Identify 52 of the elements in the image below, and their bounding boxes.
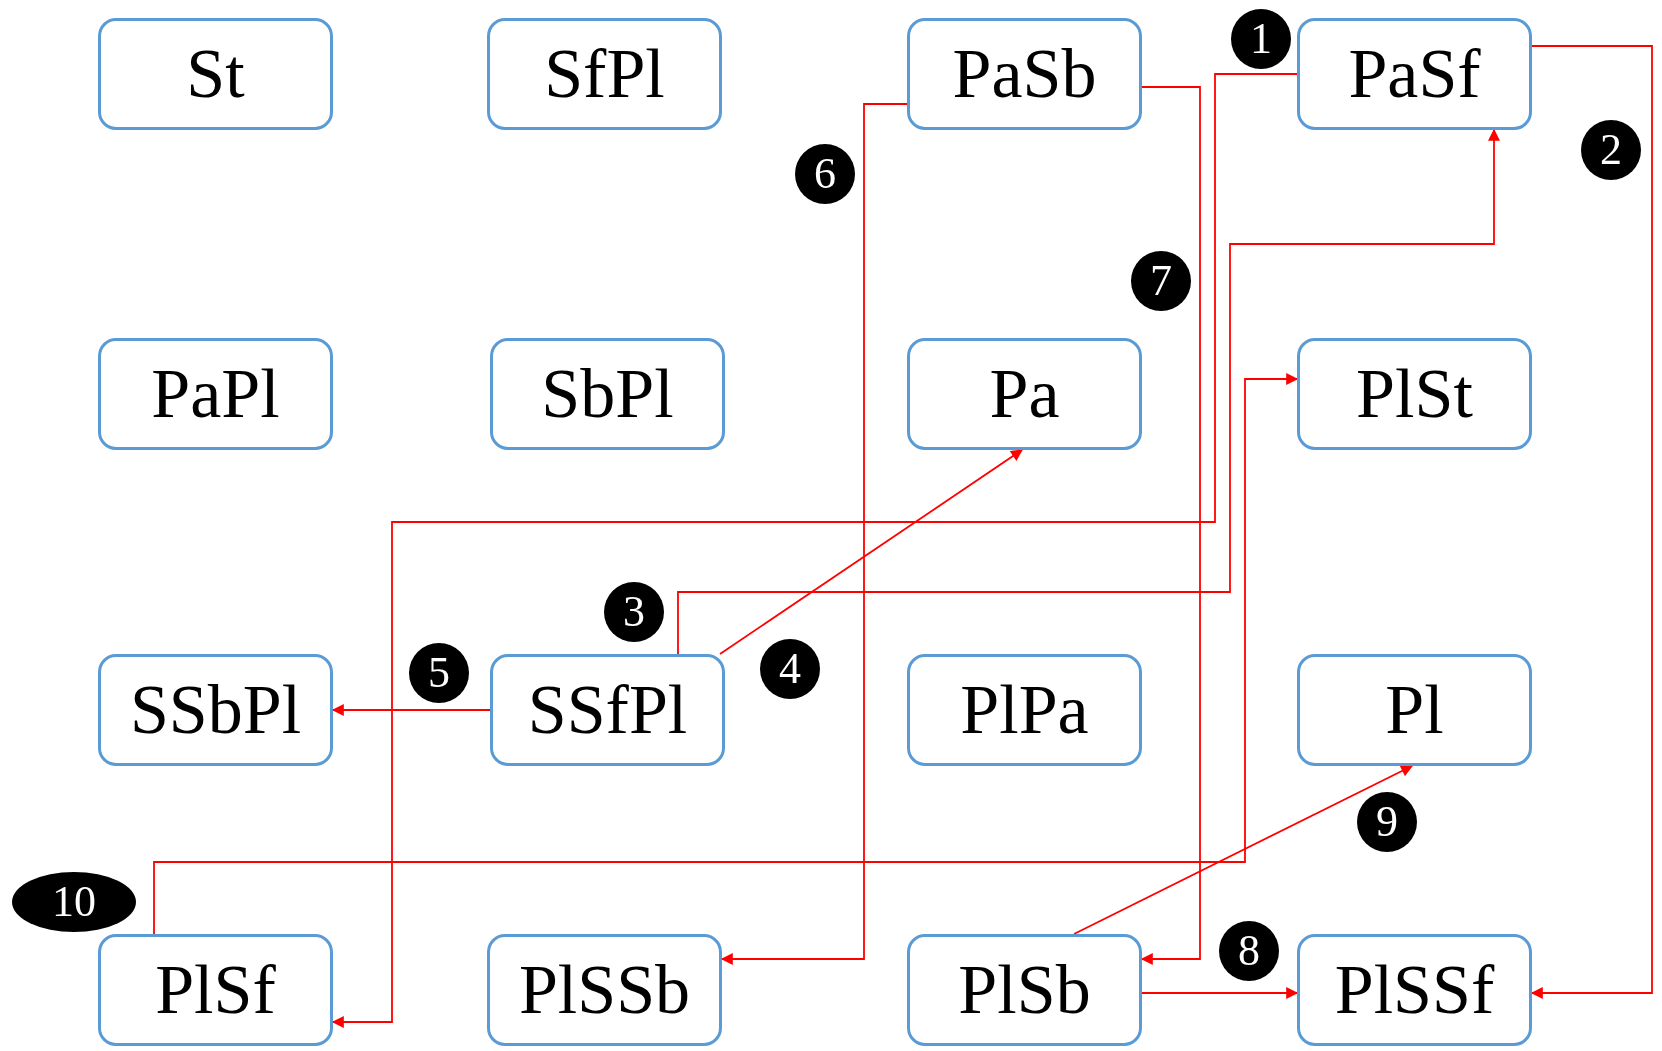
state-label: PaPl: [151, 359, 280, 429]
state-box: [98, 18, 333, 130]
state-box: [98, 338, 333, 450]
callout-number: 6: [795, 144, 855, 204]
state-box: [907, 654, 1142, 766]
state-box: [907, 18, 1142, 130]
callout-number: 7: [1131, 251, 1191, 311]
arrow: [720, 103, 908, 965]
state-label: PlPa: [960, 675, 1089, 745]
state-label: PaSb: [952, 39, 1097, 109]
arrow: [331, 73, 1298, 1028]
state-box: [907, 934, 1142, 1046]
callout-number: 4: [760, 639, 820, 699]
state-label: Pl: [1385, 675, 1444, 745]
arrow: [1073, 765, 1414, 935]
state-label: SSfPl: [527, 675, 688, 745]
callout-number: 8: [1219, 921, 1279, 981]
state-label: PaSf: [1348, 39, 1481, 109]
arrow: [331, 704, 491, 716]
state-box: [98, 654, 333, 766]
state-box: [1297, 338, 1532, 450]
state-box: [907, 338, 1142, 450]
state-box: [1297, 934, 1532, 1046]
state-box: [487, 934, 722, 1046]
state-label: SfPl: [544, 39, 665, 109]
state-label: St: [186, 39, 245, 109]
state-box: [98, 934, 333, 1046]
callout-number: 2: [1581, 120, 1641, 180]
callout-number: 9: [1357, 792, 1417, 852]
arrow: [1141, 987, 1299, 999]
state-box: [1297, 654, 1532, 766]
state-label: PlSb: [958, 955, 1091, 1025]
callout-number: 3: [604, 582, 664, 642]
state-box: [487, 18, 722, 130]
arrow: [153, 373, 1299, 935]
arrow: [1140, 86, 1201, 965]
arrow: [677, 128, 1500, 655]
state-label: PlSt: [1356, 359, 1473, 429]
arrow: [1530, 45, 1653, 999]
state-box: [490, 338, 725, 450]
state-label: PlSf: [155, 955, 276, 1025]
state-label: SSbPl: [129, 675, 302, 745]
state-label: Pa: [989, 359, 1060, 429]
state-label: PlSSf: [1334, 955, 1495, 1025]
callout-number: 1: [1231, 9, 1291, 69]
callout-number: 10: [12, 872, 136, 932]
state-label: SbPl: [541, 359, 674, 429]
state-label: PlSSb: [518, 955, 691, 1025]
arrow: [719, 449, 1023, 655]
state-box: [490, 654, 725, 766]
state-box: [1297, 18, 1532, 130]
callout-number: 5: [409, 643, 469, 703]
